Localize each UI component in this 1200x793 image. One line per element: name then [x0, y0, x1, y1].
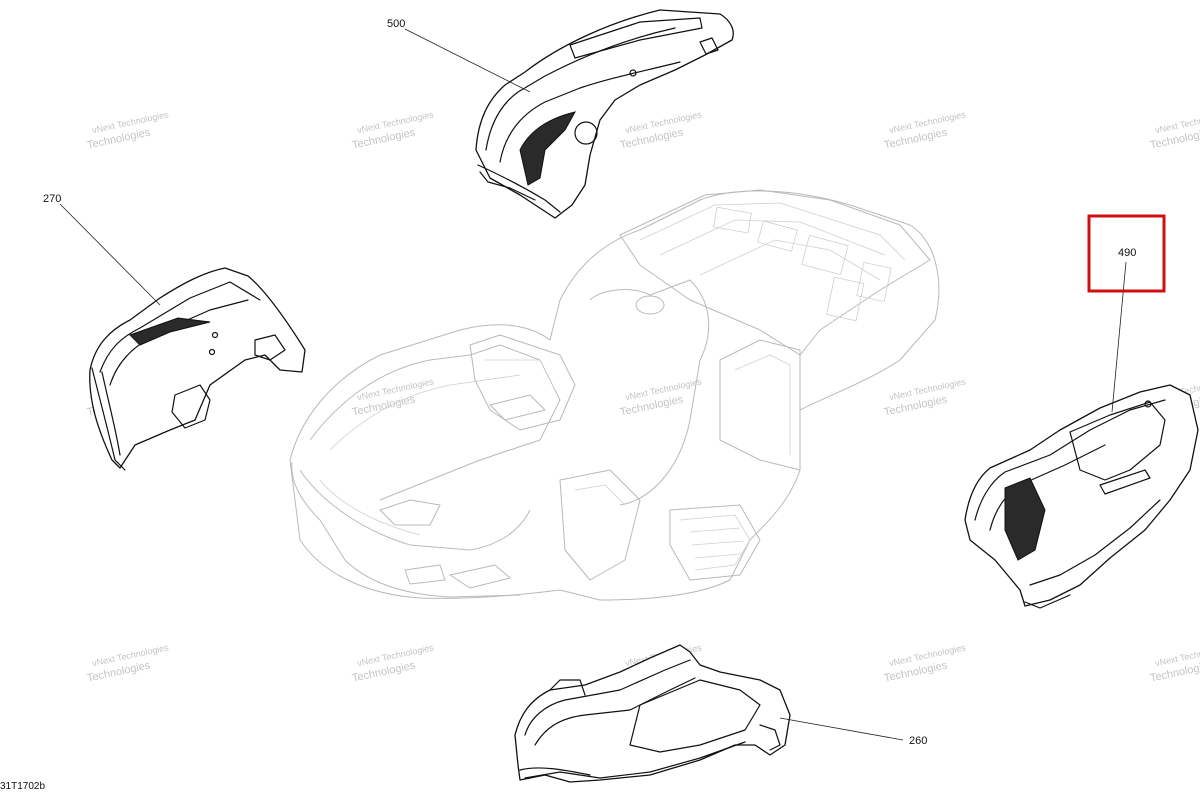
leader-line-260 — [779, 717, 904, 741]
part-260-front-fender-bottom — [514, 644, 791, 783]
highlight-box — [1087, 214, 1166, 293]
part-270-front-fender-left — [89, 267, 306, 471]
callout-270[interactable]: 270 — [43, 193, 61, 205]
callout-labels: 500 270 490 260 — [43, 18, 1136, 747]
leader-line-500 — [404, 28, 531, 93]
leader-line-490 — [1111, 261, 1127, 413]
vehicle-body-frame — [289, 189, 940, 601]
callout-490[interactable]: 490 — [1118, 247, 1136, 259]
leader-lines — [59, 28, 1127, 741]
part-490-rear-fender-right — [964, 384, 1199, 609]
leader-line-270 — [59, 203, 161, 306]
callout-500[interactable]: 500 — [387, 18, 405, 30]
part-500-rear-fender-panel — [475, 9, 734, 219]
drawing-code: 31T1702b — [0, 781, 45, 792]
callout-260[interactable]: 260 — [909, 735, 927, 747]
